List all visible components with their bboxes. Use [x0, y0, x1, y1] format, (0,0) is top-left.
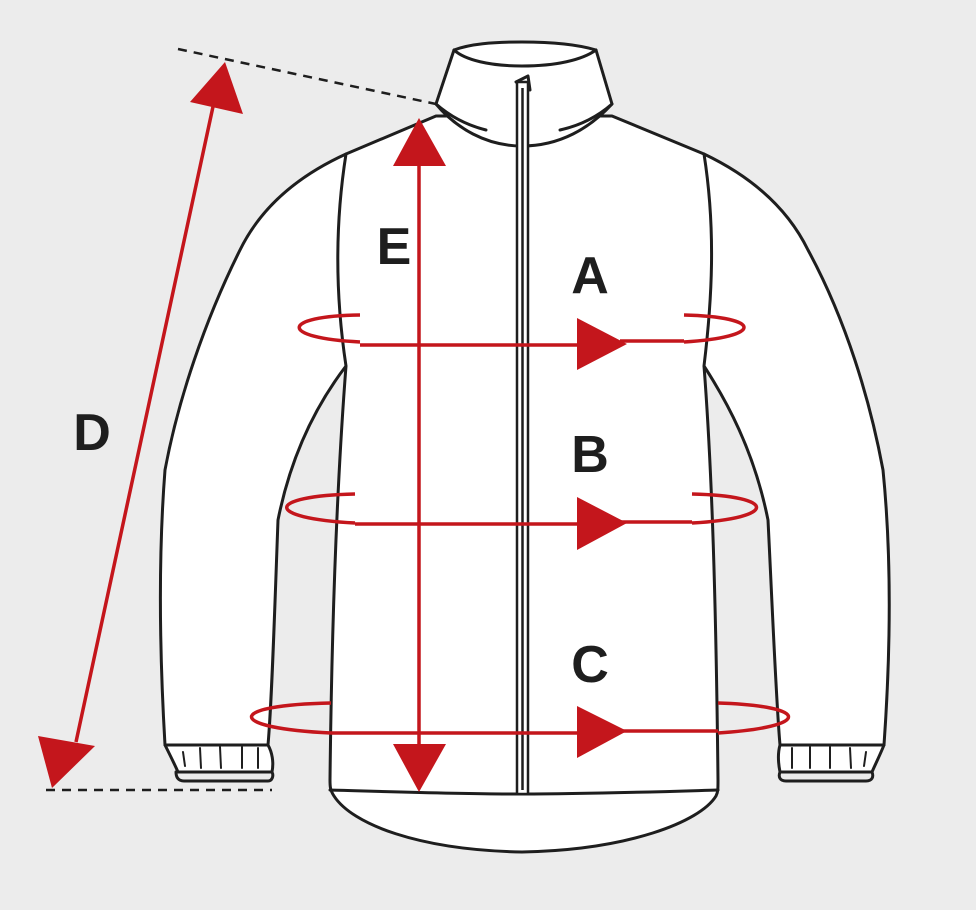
measure-d	[38, 62, 243, 788]
arrow-e-top	[393, 118, 446, 166]
arrow-e-bottom	[393, 744, 446, 792]
arrow-c	[577, 706, 627, 758]
label-c: C	[571, 636, 609, 694]
measure-e	[393, 118, 446, 792]
left-sleeve	[158, 152, 348, 747]
arrow-b	[577, 497, 627, 550]
left-cuff	[163, 743, 275, 774]
jacket-outline	[158, 40, 891, 854]
measure-a-chest	[297, 313, 746, 370]
right-sleeve	[702, 152, 891, 747]
label-d: D	[73, 404, 111, 462]
arrow-d-top	[190, 62, 243, 114]
arrow-a	[577, 318, 627, 370]
top-reference-line	[177, 47, 437, 106]
label-b: B	[571, 426, 609, 484]
label-a: A	[571, 247, 609, 305]
right-cuff	[777, 743, 886, 774]
measure-b-waist	[285, 492, 759, 550]
arrow-d-bottom	[38, 736, 95, 788]
measure-c-hip	[249, 701, 790, 758]
label-e: E	[377, 218, 412, 276]
